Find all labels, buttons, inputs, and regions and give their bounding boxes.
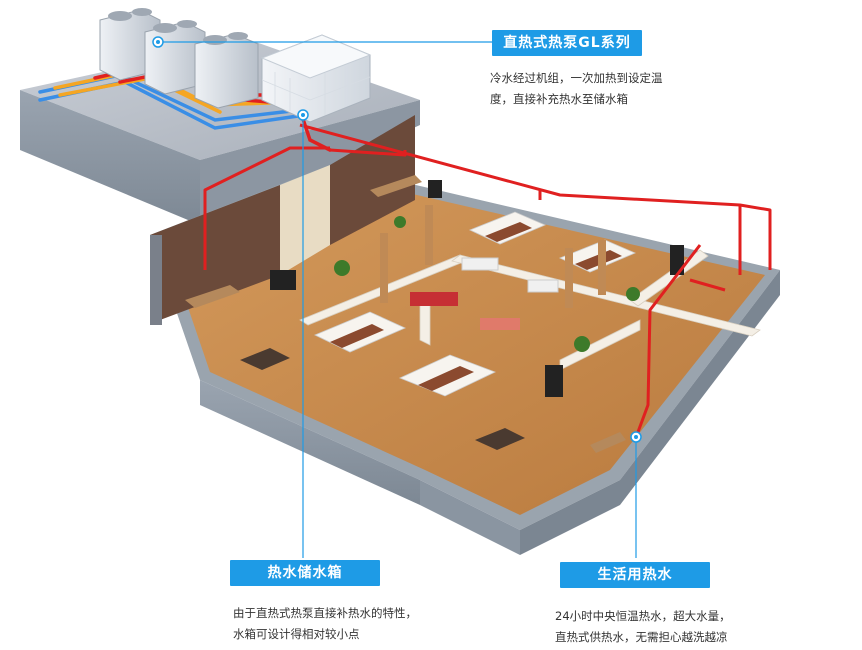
callout-title-hot-water: 生活用热水 [560,562,710,588]
desc-line: 冷水经过机组，一次加热到设定温 [490,71,663,85]
beds [314,211,637,397]
back-walls [150,115,415,325]
water-storage-tank [260,34,372,123]
sofa [475,428,525,450]
wood-frame [598,240,606,295]
sofa [240,348,290,370]
leader-lines [158,41,637,558]
wood-frame [425,205,433,265]
bed-1 [314,311,406,353]
wood-frame [565,248,573,308]
tv-screen [428,180,442,198]
red-cabinet [410,292,458,306]
bed-3 [468,211,547,245]
vanity-counter [370,175,422,197]
hot-water-pipes [203,123,772,441]
vanity-counter [185,285,240,308]
bed-2 [398,354,497,397]
plant [626,287,640,301]
desc-line: 直热式供热水，无需担心越洗越凉 [555,630,728,644]
wood-frame [380,233,388,303]
desc-line: 水箱可设计得相对较小点 [233,627,360,641]
callout-desc-hot-water: 24小时中央恒温热水，超大水量， 直热式供热水，无需担心越洗越凉 [555,606,731,648]
radiator [527,279,559,293]
tv-screen [270,270,296,290]
desc-line: 由于直热式热泵直接补热水的特性， [233,606,417,620]
cabinet [480,318,520,330]
tv-screen [670,245,684,275]
callout-desc-heat-pump: 冷水经过机组，一次加热到设定温 度，直接补充热水至储水箱 [490,68,663,110]
plant [334,260,350,276]
callout-desc-tank: 由于直热式热泵直接补热水的特性， 水箱可设计得相对较小点 [233,603,417,645]
plant [574,336,590,352]
callout-title-heat-pump: 直热式热泵GL系列 [492,30,642,56]
vanity-counter [590,432,626,453]
furniture [185,175,684,453]
tv-screen [545,365,563,397]
callout-markers [152,36,642,443]
radiator [461,257,499,271]
desc-line: 24小时中央恒温热水，超大水量， [555,609,731,623]
desc-line: 度，直接补充热水至储水箱 [490,92,628,106]
plant [394,216,406,228]
callout-title-tank: 热水储水箱 [230,560,380,586]
heat-pump-unit-3 [194,32,259,109]
